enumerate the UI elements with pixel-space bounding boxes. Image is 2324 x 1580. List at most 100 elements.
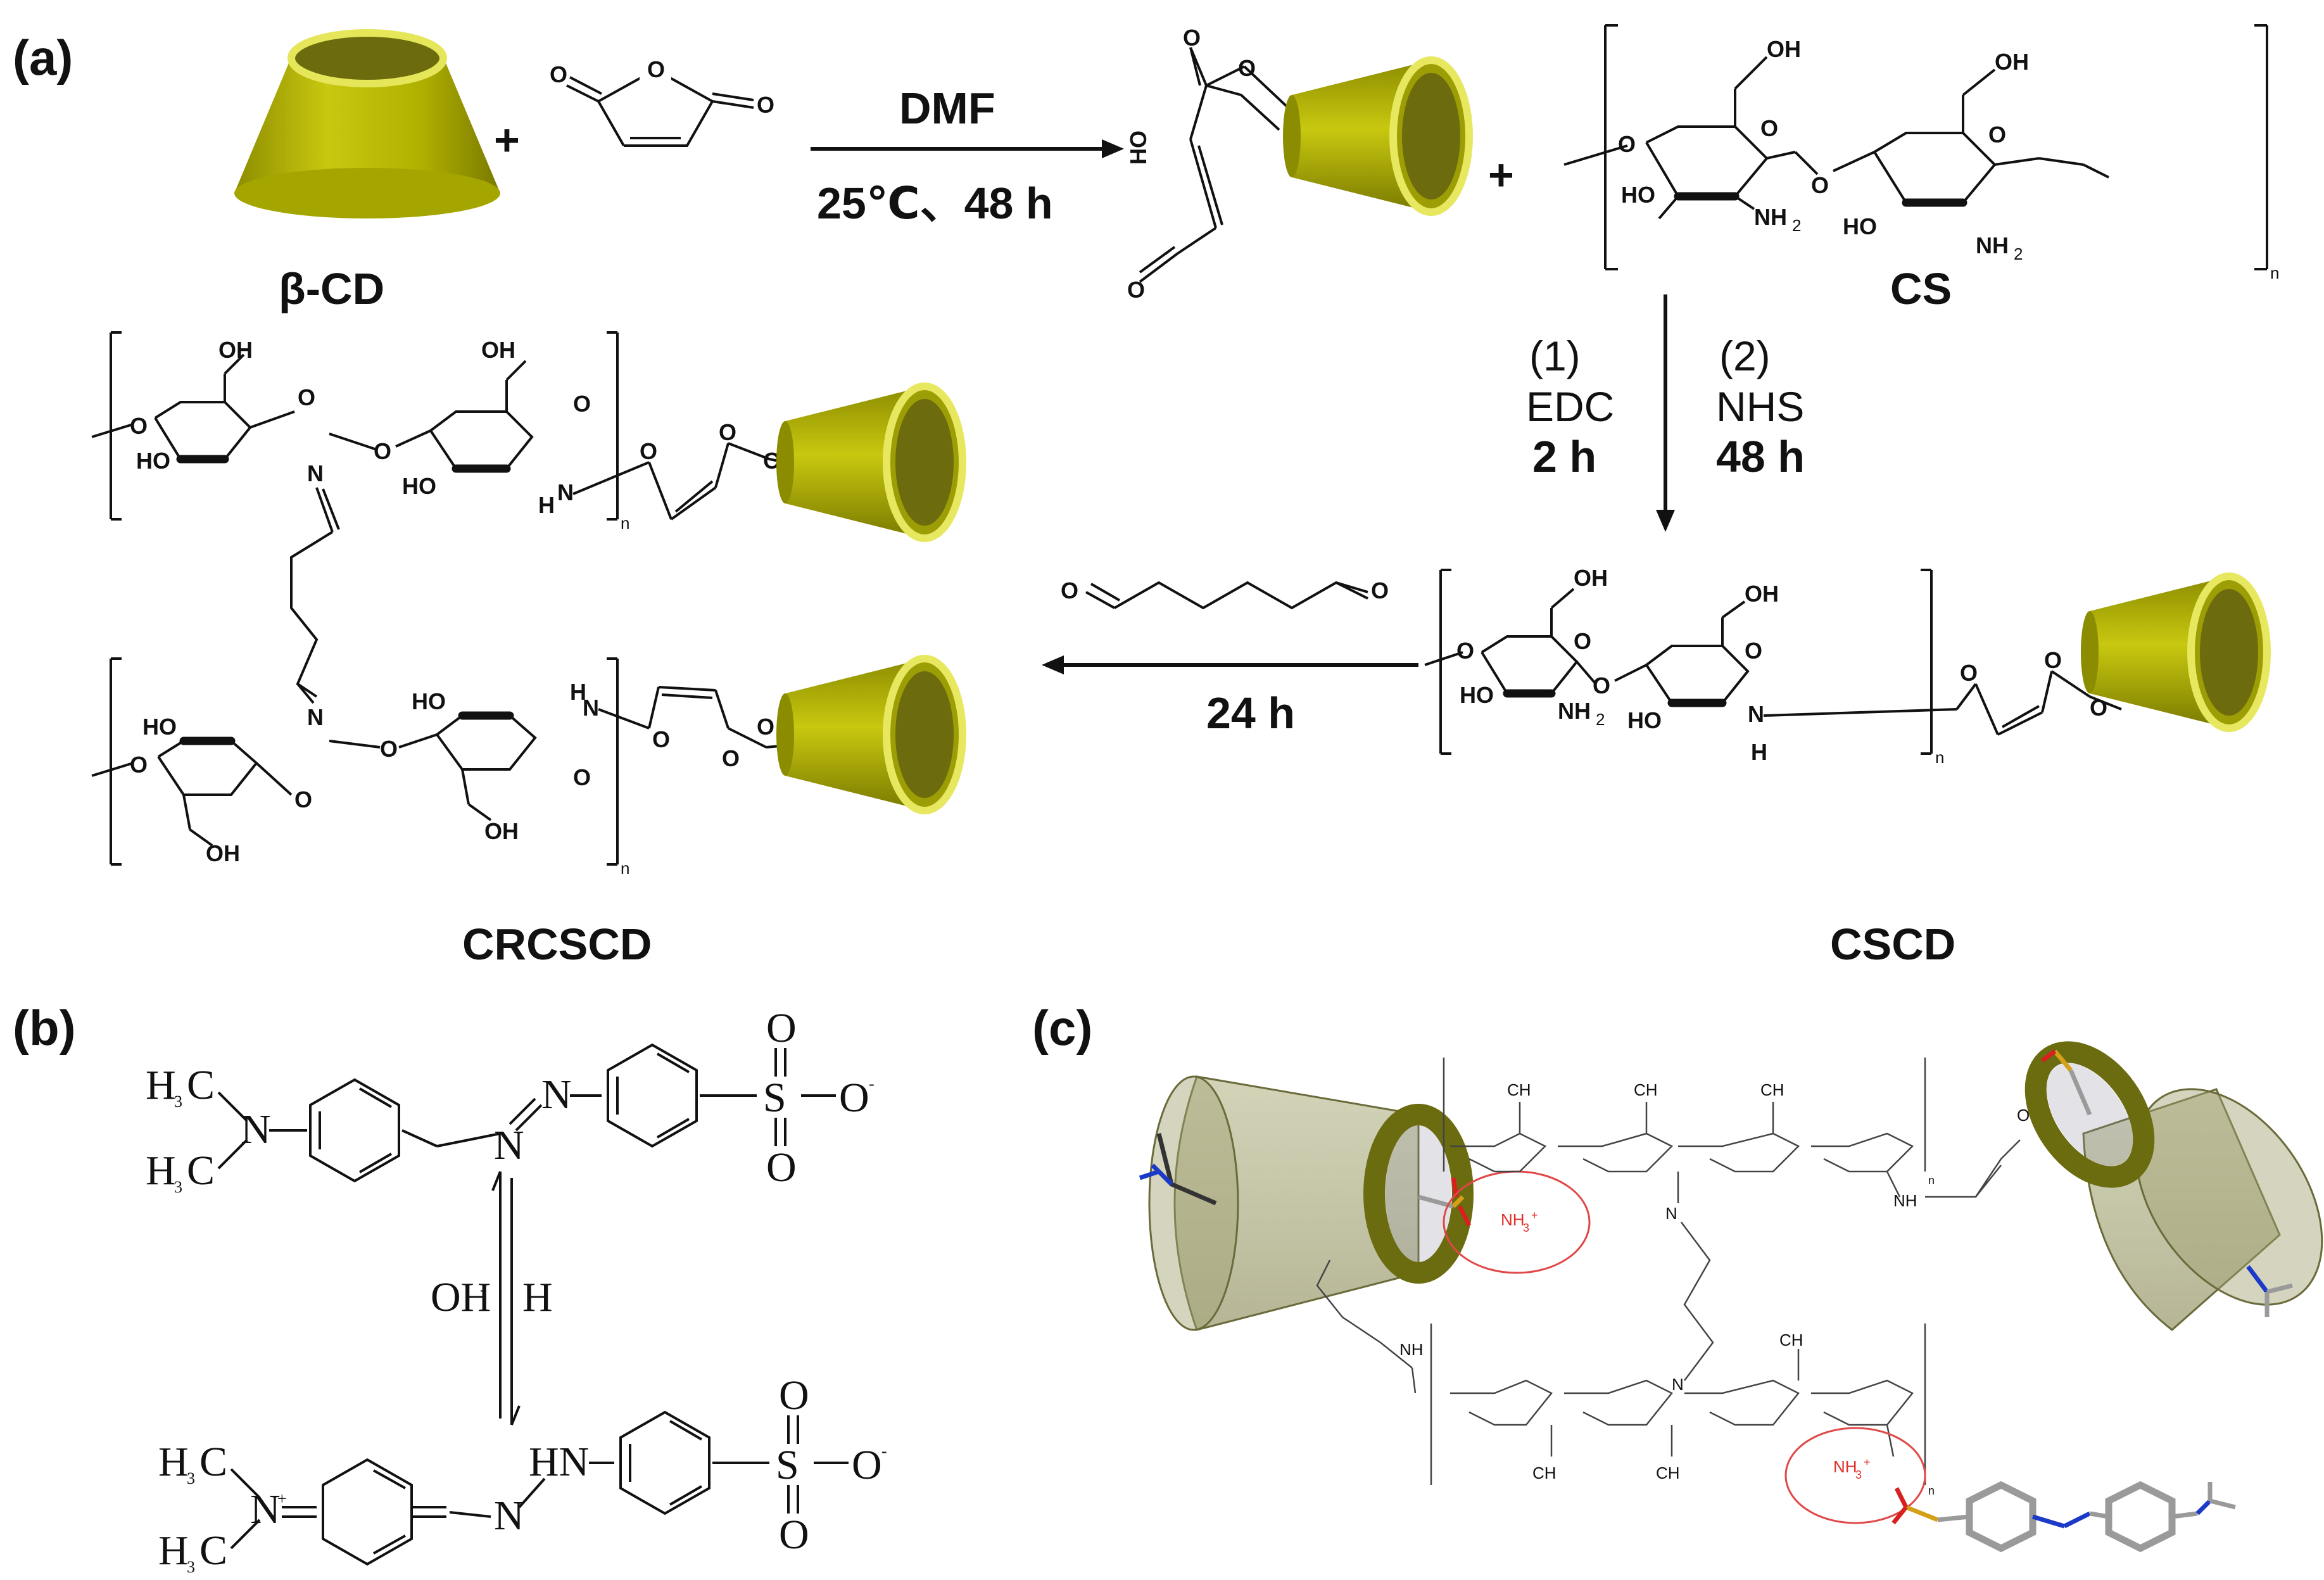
mo2-iminium-n: N (250, 1486, 281, 1533)
cd-cone-complex-right (2024, 1041, 2323, 1331)
cs-ch2oh-2: OH (1995, 49, 2029, 75)
cscd-o-mid: O (1593, 673, 1610, 698)
panel-c-label: (c) (1032, 1000, 1092, 1056)
c-ch2oh-1: CH (1507, 1080, 1531, 1099)
reaction2-reagent2: NHS (1716, 383, 1804, 430)
crcscd-ring-o-1: O (298, 384, 315, 410)
reaction2-time1: 2 h (1532, 432, 1596, 481)
crcscd-ester-o-lower: O (757, 714, 774, 740)
mo1-sulfonyl-o-top: O (766, 1005, 797, 1051)
c-n-index-lower: n (1928, 1484, 1935, 1497)
mo2-ring-2 (619, 1411, 710, 1515)
ester-oxygen: O (1238, 55, 1256, 81)
cscd-amide-o: O (1960, 660, 1978, 686)
nh3-left: NH (1501, 1210, 1525, 1229)
polymer-backbone-complex (1316, 1058, 2021, 1485)
c-nh-upper: NH (1893, 1191, 1917, 1210)
c-carbonyl-o: O (2017, 1106, 2030, 1125)
cscd-ho-2: HO (1627, 707, 1662, 733)
cs-n-index: n (2270, 263, 2279, 282)
c-n-index-upper: n (1928, 1174, 1935, 1187)
crcscd-ho-2: HO (402, 473, 436, 499)
mo1-h3c-top-h: H (146, 1062, 176, 1108)
h-plus-label: H (522, 1274, 553, 1320)
cd-cone-crcscd-lower (776, 659, 963, 811)
reaction1-conditions: 25℃、48 h (817, 179, 1053, 228)
anhydride-carbonyl-oxygen-left: O (550, 61, 567, 87)
methyl-orange-structure-basic: H 3 C H 3 C N N N S O O O - (146, 1005, 875, 1196)
c-ch2oh-3: CH (1760, 1080, 1784, 1099)
crcscd-ch2oh-3: OH (206, 840, 240, 866)
plus-sign-1: + (494, 115, 520, 165)
crcscd-nh-lower-n: N (583, 695, 599, 721)
crcscd-nh-lower: H (570, 679, 586, 705)
mo1-ring-2 (607, 1044, 698, 1147)
reaction-arrow-3-head (1042, 655, 1064, 674)
crcscd-ho-3: HO (142, 714, 177, 740)
cs-glycosidic-oxygen-left: O (1618, 131, 1636, 157)
crcscd-amide-o-upper: O (640, 438, 657, 464)
cscd-nh2-sub-1: 2 (1596, 710, 1605, 729)
crcscd-label: CRCSCD (462, 920, 652, 969)
crcscd-ho-4: HO (412, 688, 446, 714)
methyl-orange-structure-acidic: H 3 C H 3 C N + N HN S O O O - (158, 1372, 887, 1576)
nh3-left-sub: 3 (1523, 1222, 1529, 1234)
cscd-ring-o-1: O (1574, 628, 1591, 654)
dye-fragment-right (2040, 1049, 2293, 1317)
maleic-anhydride-structure: O O O (550, 54, 774, 147)
cd-cone-product-1 (1283, 60, 1469, 212)
mo2-sulfonyl-o-bottom: O (779, 1512, 809, 1558)
mo2-h3c-top-sub: 3 (187, 1469, 195, 1488)
free-dye-molecule (1891, 1481, 2236, 1553)
cs-ring-oxygen-1: O (1760, 115, 1778, 141)
nh3-left-sup: + (1531, 1209, 1538, 1222)
crcscd-o-lower-left: O (130, 752, 148, 778)
crcscd-ch2oh-4: OH (484, 818, 519, 844)
cscd-nh2-1: NH (1558, 698, 1591, 724)
cs-nh2-1: NH (1754, 204, 1787, 230)
dye-fragment-left (1139, 1133, 1472, 1227)
anhydride-ring-oxygen: O (647, 56, 665, 82)
beta-cd-label: β-CD (279, 264, 384, 313)
nh3-right-sub: 3 (1855, 1469, 1862, 1481)
c-ch2oh-2: CH (1634, 1080, 1658, 1099)
panel-b-label: (b) (13, 1000, 76, 1056)
acid-carbonyl-oxygen: O (1127, 277, 1145, 303)
c-ch2oh-4: CH (1779, 1330, 1803, 1349)
crcscd-structure: n O OH O HO N O OH O HO H N O O O (91, 331, 802, 878)
cs-label: CS (1890, 264, 1952, 313)
cscd-ring-o-2: O (1745, 638, 1762, 664)
crcscd-nh-upper: H (538, 492, 555, 518)
cscd-structure: n O OH O HO NH 2 O OH O HO N H O O O (1424, 565, 2122, 767)
mo1-h3c-top-sub: 3 (174, 1092, 182, 1111)
glutaraldehyde-structure: O O (1061, 578, 1389, 610)
crcscd-ring-o-4: O (573, 764, 591, 790)
c-imine-n-lower: N (1672, 1375, 1684, 1394)
cs-ch2oh-1: OH (1767, 36, 1801, 62)
mo2-h3c-bottom-h: H (158, 1527, 189, 1574)
mo1-h3c-top-c: C (187, 1062, 215, 1108)
cscd-nh-h: H (1751, 739, 1767, 765)
crcscd-carbonyl-o-lower: O (722, 745, 740, 771)
cs-nh2-sub-1: 2 (1792, 216, 1801, 235)
mo2-h3c-top-h: H (158, 1439, 189, 1485)
chitosan-structure: n O OH O HO NH 2 O OH O HO NH 2 (1563, 24, 2279, 282)
cd-cone-crcscd-upper (776, 386, 963, 538)
crcscd-ring-o-2: O (573, 391, 591, 417)
ester-carbonyl-oxygen: O (1183, 25, 1201, 51)
nh3-right-sup: + (1864, 1456, 1871, 1469)
reaction2-reagent1: EDC (1526, 383, 1614, 430)
cs-glycosidic-oxygen-mid: O (1811, 172, 1829, 198)
panel-a-label: (a) (13, 30, 73, 85)
crcscd-o-upper-left: O (130, 413, 148, 439)
cscd-ester-o: O (2090, 695, 2107, 721)
reaction1-solvent: DMF (899, 84, 995, 133)
crcscd-o-mid-lower: O (380, 736, 398, 762)
c-imine-n-upper: N (1665, 1204, 1677, 1223)
acid-hydroxyl: HO (1125, 130, 1151, 165)
crcscd-nh-upper-n: N (557, 479, 574, 505)
highlight-circle-nh3-right (1784, 1427, 1926, 1524)
mo1-azo-n2: N (541, 1071, 572, 1118)
cscd-ester-carbonyl-o: O (2044, 647, 2062, 673)
crcscd-amide-o-lower: O (652, 726, 670, 752)
